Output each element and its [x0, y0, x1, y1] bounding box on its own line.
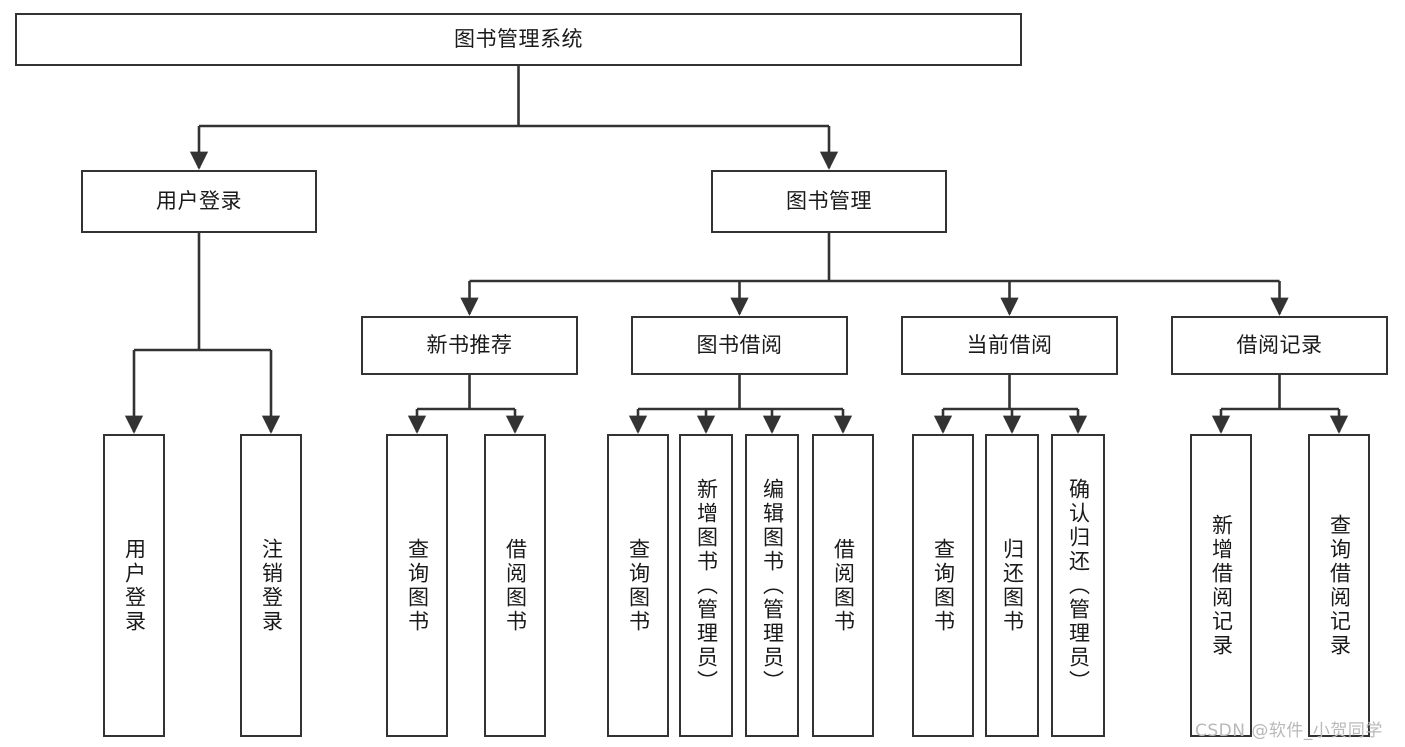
node-label: 归还图书 — [1000, 537, 1025, 634]
node-label: 图书管理系统 — [454, 26, 583, 51]
node-label: 新增借阅记录 — [1209, 513, 1234, 658]
node-user-login: 用户登录 — [81, 170, 317, 233]
node-new-book-rec: 新书推荐 — [361, 316, 578, 375]
node-leaf-borrow-book-2: 借阅图书 — [812, 434, 874, 737]
node-leaf-user-login: 用户登录 — [103, 434, 165, 737]
node-label: 查询图书 — [405, 537, 430, 634]
csdn-watermark: CSDN @软件_小贺同学 — [1195, 721, 1383, 741]
node-book-manage: 图书管理 — [711, 170, 947, 233]
node-leaf-query-book-1: 查询图书 — [386, 434, 448, 737]
node-leaf-edit-book: 编辑图书（管理员） — [745, 434, 799, 737]
node-leaf-user-logout: 注销登录 — [240, 434, 302, 737]
node-leaf-borrow-book-1: 借阅图书 — [484, 434, 546, 737]
node-label: 查询借阅记录 — [1327, 513, 1352, 658]
node-label: 查询图书 — [626, 537, 651, 634]
node-leaf-add-book: 新增图书（管理员） — [679, 434, 733, 737]
node-label: 确认归还（管理员） — [1066, 477, 1091, 694]
node-label: 注销登录 — [259, 537, 284, 634]
node-label: 图书借阅 — [696, 332, 783, 357]
node-label: 新书推荐 — [426, 332, 513, 357]
node-label: 编辑图书（管理员） — [760, 477, 785, 694]
node-label: 图书管理 — [786, 188, 872, 213]
node-label: 查询图书 — [931, 537, 956, 634]
node-leaf-query-book-2: 查询图书 — [607, 434, 669, 737]
node-current-borrow: 当前借阅 — [901, 316, 1118, 375]
node-label: 借阅图书 — [831, 537, 856, 634]
node-label: 用户登录 — [122, 537, 147, 634]
node-label: 借阅记录 — [1236, 332, 1323, 357]
node-leaf-query-book-3: 查询图书 — [912, 434, 974, 737]
node-label: 新增图书（管理员） — [694, 477, 719, 694]
node-leaf-query-record: 查询借阅记录 — [1308, 434, 1370, 737]
node-label: 借阅图书 — [503, 537, 528, 634]
node-book-borrow: 图书借阅 — [631, 316, 848, 375]
node-label: 用户登录 — [156, 188, 242, 213]
node-leaf-add-record: 新增借阅记录 — [1190, 434, 1252, 737]
node-label: 当前借阅 — [966, 332, 1053, 357]
node-borrow-record: 借阅记录 — [1171, 316, 1388, 375]
node-leaf-return-book: 归还图书 — [985, 434, 1039, 737]
node-root: 图书管理系统 — [15, 13, 1022, 66]
node-leaf-confirm-return: 确认归还（管理员） — [1051, 434, 1105, 737]
